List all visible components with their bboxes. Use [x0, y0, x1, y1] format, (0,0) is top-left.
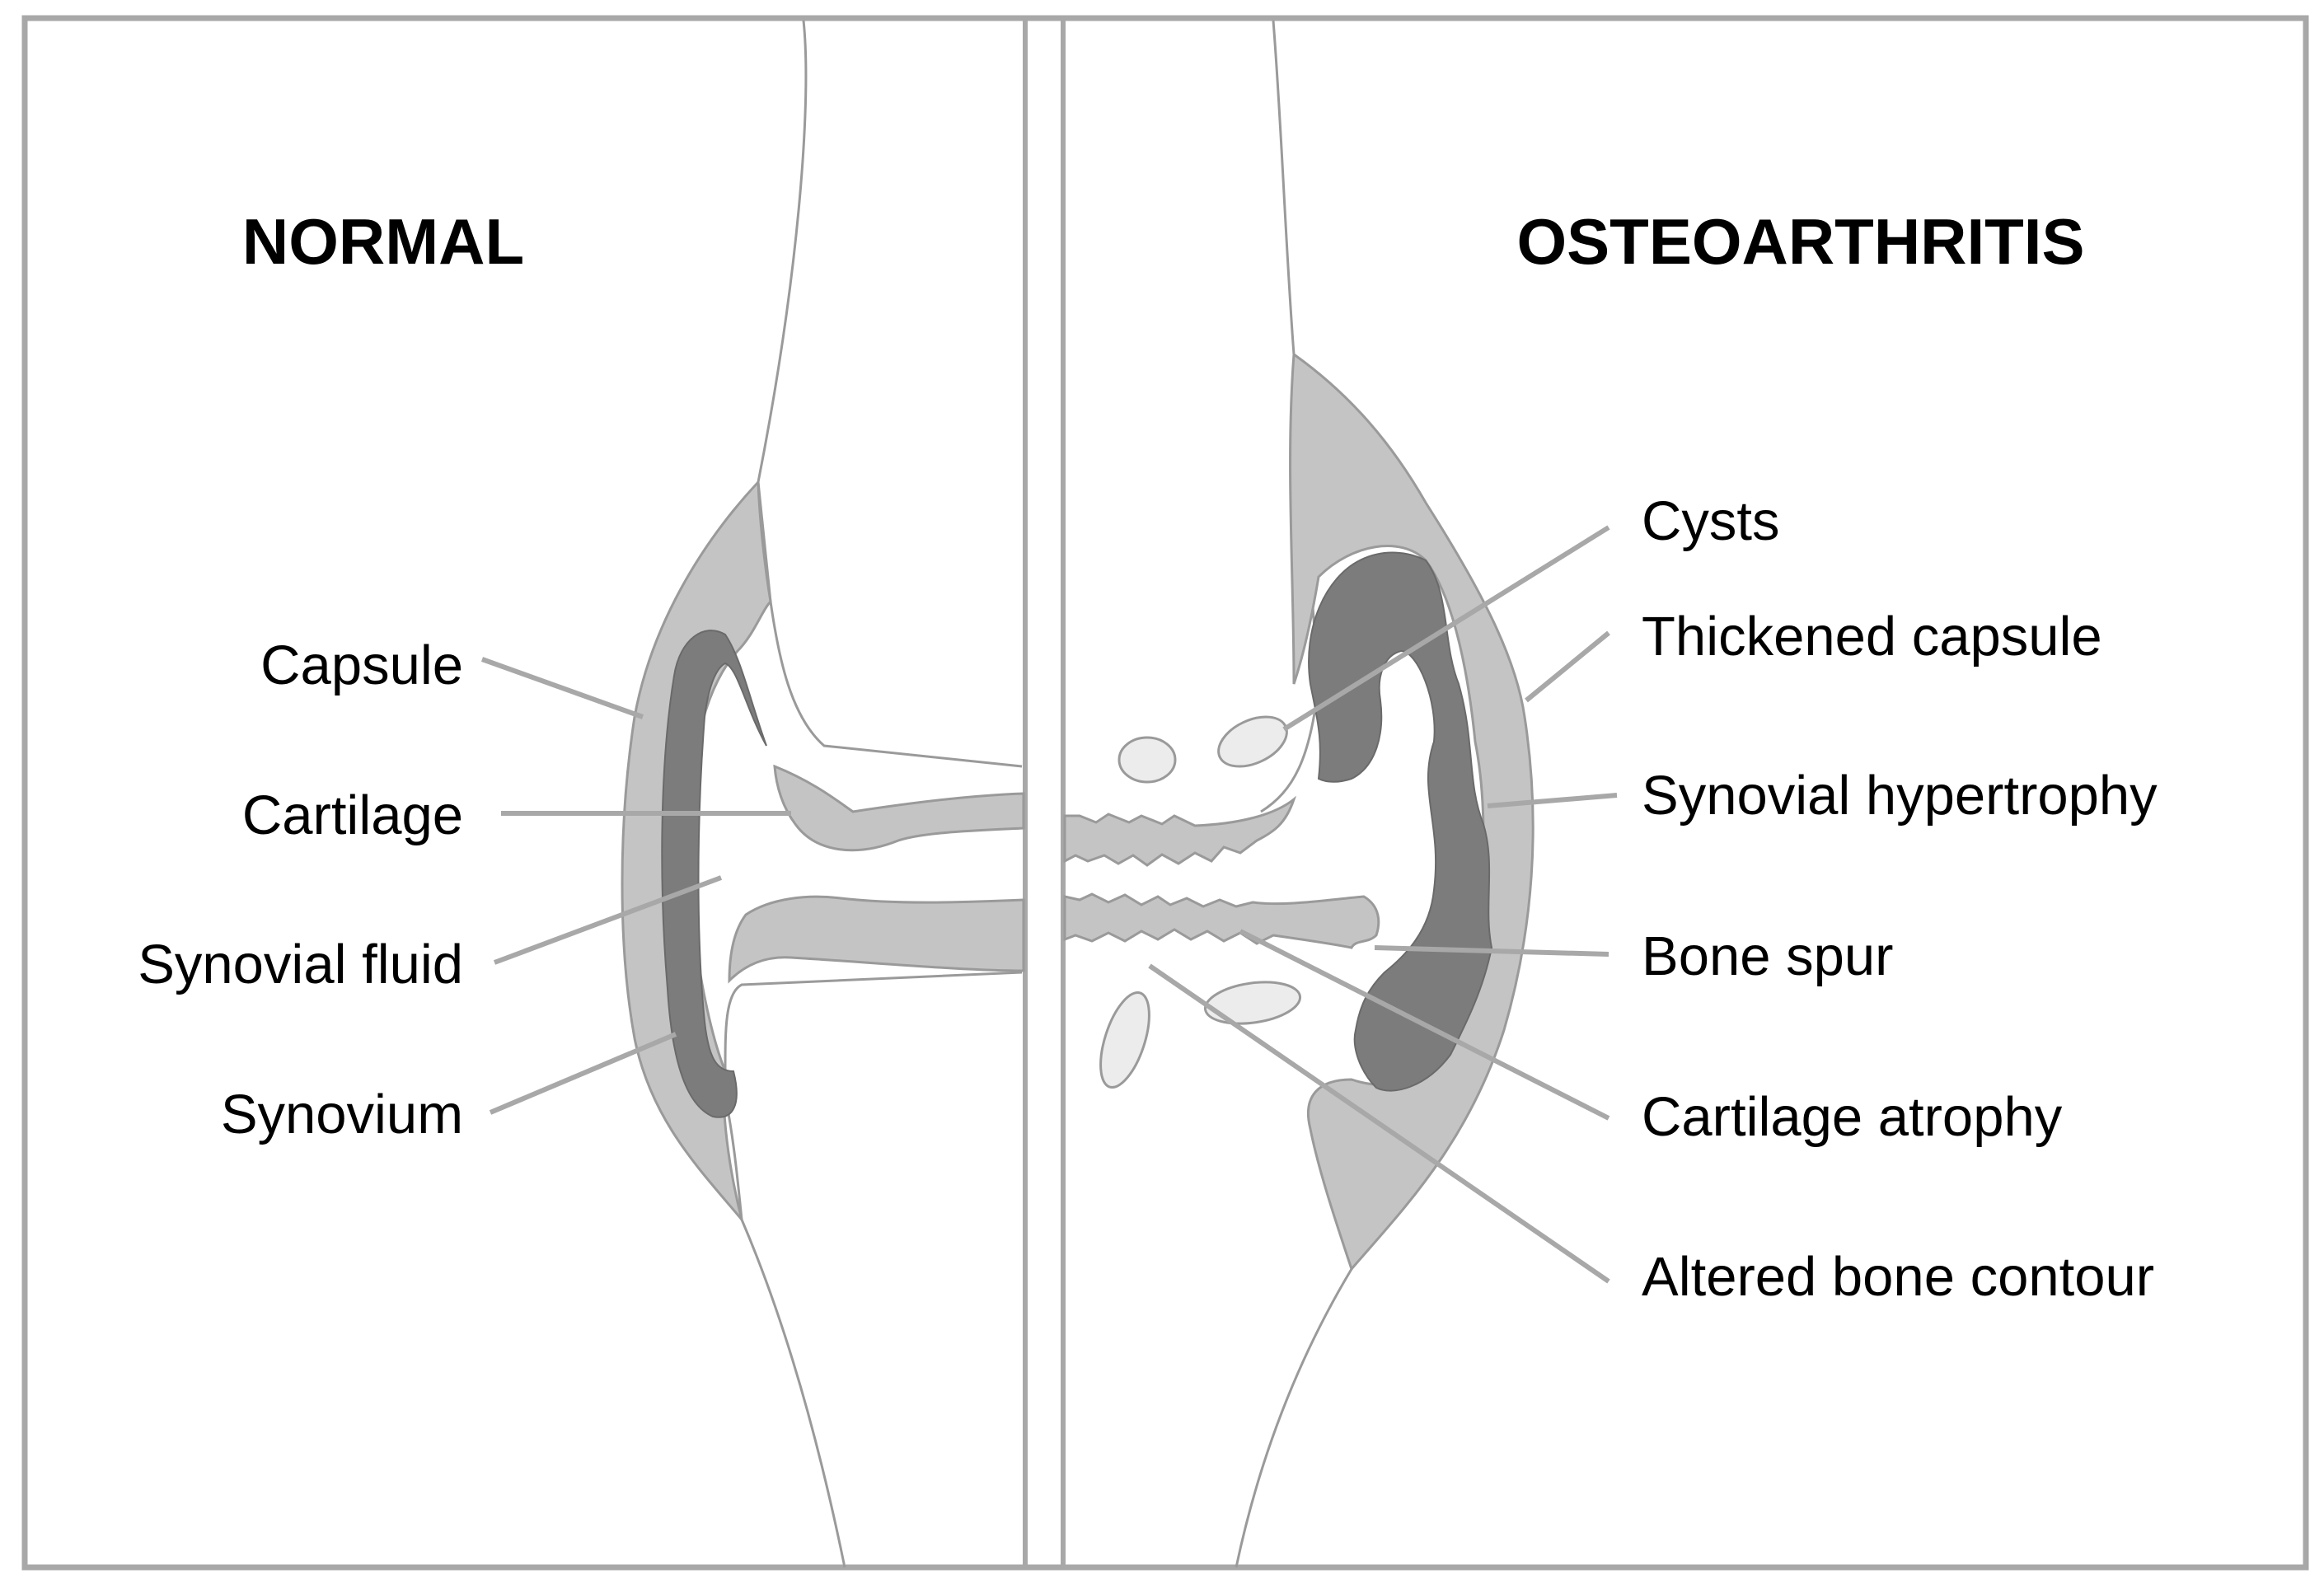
- cysts-leader-line: [1282, 525, 1610, 732]
- normal-synovium: [661, 630, 767, 1118]
- synovium-leader-line: [489, 1032, 677, 1115]
- oa-cyst-4: [1203, 981, 1302, 1025]
- oa-lower-bone: [1235, 1268, 1353, 1568]
- normal-upper-bone: [757, 20, 1023, 768]
- synovium-label: Synovium: [221, 1084, 463, 1145]
- thickened-capsule-leader-line: [1525, 630, 1610, 703]
- capsule-leader-line: [480, 657, 644, 719]
- normal-capsule: [621, 479, 772, 1220]
- synovial-fluid-leader-line: [493, 875, 723, 965]
- cysts-label: Cysts: [1642, 490, 1780, 552]
- altered-bone-contour-leader-line: [1148, 963, 1610, 1284]
- normal-lower-cartilage: [728, 895, 1025, 984]
- synovial-hypertrophy-leader-line: [1487, 793, 1618, 808]
- capsule-label: Capsule: [260, 635, 463, 696]
- figure-frame: [21, 15, 2309, 1571]
- normal-upper-cartilage: [773, 764, 1025, 852]
- synovial-hypertrophy-label: Synovial hypertrophy: [1642, 765, 2158, 827]
- oa-cyst-1: [1117, 736, 1177, 784]
- osteoarthritis-panel: OSTEOARTHRITIS Cysts Thickened capsule S…: [1063, 20, 2158, 1568]
- altered-bone-contour-label: Altered bone contour: [1642, 1246, 2154, 1308]
- cartilage-label: Cartilage: [242, 784, 463, 846]
- cartilage-atrophy-label: Cartilage atrophy: [1642, 1086, 2063, 1148]
- cartilage-atrophy-leader-line: [1239, 929, 1610, 1121]
- bone-spur-label: Bone spur: [1642, 925, 1893, 987]
- normal-panel-title: NORMAL: [242, 205, 524, 278]
- normal-lower-bone: [724, 971, 1023, 1568]
- normal-panel: NORMAL Capsule Cartilage Synovial fluid …: [138, 20, 1025, 1568]
- osteoarthritis-panel-title: OSTEOARTHRITIS: [1516, 205, 2084, 278]
- oa-cyst-3: [1099, 991, 1150, 1089]
- bone-spur-leader-line: [1374, 945, 1609, 957]
- oa-thickened-capsule: [1289, 352, 1534, 1272]
- oa-upper-cartilage: [1063, 795, 1297, 867]
- synovial-fluid-label: Synovial fluid: [138, 934, 463, 995]
- thickened-capsule-label: Thickened capsule: [1642, 606, 2102, 667]
